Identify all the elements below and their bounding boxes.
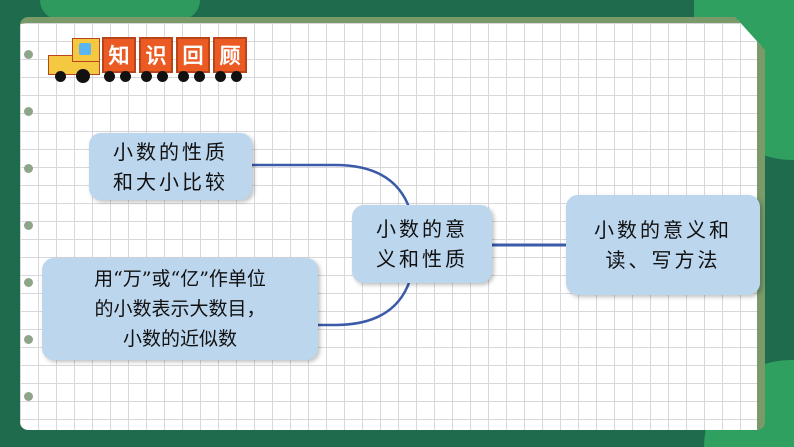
wheel-icon [141, 71, 152, 82]
title-char: 顾 [219, 44, 241, 68]
window-icon [79, 43, 91, 55]
wheel-icon [231, 71, 242, 82]
node-text: 小数的近似数 [122, 328, 237, 350]
wheel-icon [104, 71, 115, 82]
binder-hole [24, 164, 33, 173]
leaf-decoration [40, 0, 200, 20]
node-right: 小数的意义和 读、写方法 [566, 195, 760, 295]
title-car: 识 [139, 37, 173, 73]
node-text: 用“万”或“亿”作单位 [94, 268, 266, 290]
binder-hole [24, 392, 33, 401]
title-char: 回 [182, 44, 204, 68]
node-text: 和大小比较 [113, 169, 228, 194]
binder-hole [24, 278, 33, 287]
wheel-icon [120, 71, 131, 82]
node-text: 小数的意 [376, 217, 468, 241]
node-text: 的小数表示大数目， [94, 298, 266, 320]
title-car: 知 [102, 37, 136, 73]
node-text: 小数的意义和 [594, 218, 732, 242]
wheel-icon [157, 71, 168, 82]
wheel-icon [178, 71, 189, 82]
binder-hole [24, 107, 33, 116]
wheel-icon [215, 71, 226, 82]
connector-top [252, 163, 412, 211]
node-center: 小数的意 义和性质 [352, 205, 492, 283]
node-top-left: 小数的性质 和大小比较 [89, 133, 252, 200]
node-text: 读、写方法 [605, 248, 721, 272]
wheel-icon [194, 71, 205, 82]
node-bottom-left: 用“万”或“亿”作单位 的小数表示大数目， 小数的近似数 [42, 258, 318, 360]
node-text: 义和性质 [376, 247, 468, 271]
title-car: 回 [176, 37, 210, 73]
title-char: 知 [108, 44, 130, 68]
wheel-icon [55, 71, 66, 82]
wheel-icon [76, 69, 90, 83]
binder-hole [24, 335, 33, 344]
node-text: 小数的性质 [113, 139, 228, 164]
binder-hole [24, 50, 33, 59]
title-char: 识 [145, 44, 167, 68]
binder-hole [24, 221, 33, 230]
connector-bottom [318, 279, 412, 327]
title-car: 顾 [213, 37, 247, 73]
